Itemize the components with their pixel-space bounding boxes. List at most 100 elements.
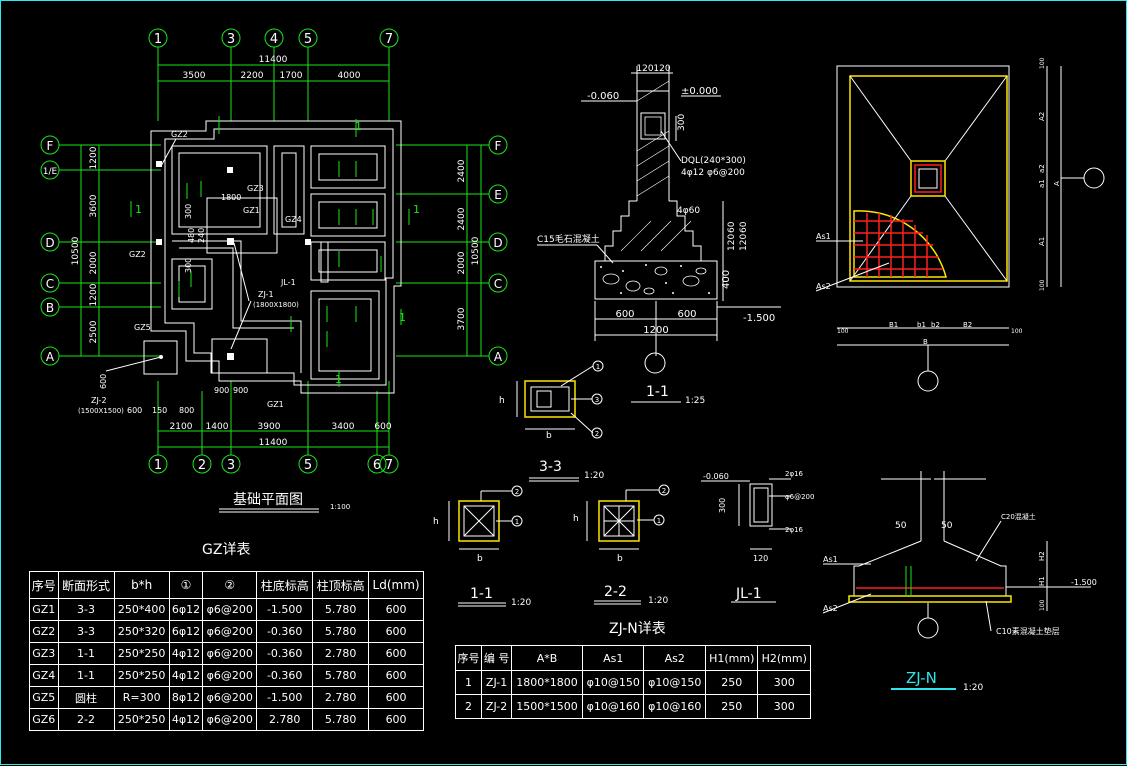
table-cell: 250*320: [113, 620, 170, 643]
zj-label: 100: [1039, 57, 1046, 69]
table-cell: 1: [454, 670, 483, 695]
gz-header-cell: ①: [168, 571, 204, 599]
dim-bottom: 2100: [170, 422, 193, 432]
sec-label: 120: [739, 234, 749, 251]
table-cell: 1800*1800: [511, 670, 583, 695]
sec-label: 120: [753, 554, 768, 563]
table-cell: 6φ12: [168, 620, 204, 643]
sec-label: 3: [595, 396, 599, 404]
table-cell: -1.500: [256, 686, 314, 709]
zj-label: 50: [941, 521, 953, 531]
sec-label: 120: [727, 234, 737, 251]
plan-tick-marks: [130, 116, 410, 387]
zj-label: A: [1053, 181, 1061, 186]
gz-header-cell: 柱顶标高: [312, 571, 370, 599]
zj-label: C10素混凝土垫层: [996, 626, 1060, 636]
table-cell: GZ4: [29, 664, 59, 687]
plan-label: ZJ-2: [91, 396, 107, 405]
table-cell: 4φ12: [168, 664, 204, 687]
dim-bottom: 1400: [206, 422, 229, 432]
sec-scale: 1:20: [584, 471, 604, 481]
table-cell: 600: [368, 620, 424, 643]
section-jl-1: -0.060 2φ16 φ6@200 2φ16 300 120 JL-1: [701, 470, 814, 603]
sec-label: -0.060: [703, 472, 729, 481]
axis-label: 5: [304, 32, 312, 47]
axis-label: 7: [385, 32, 393, 47]
zj-label: B1: [889, 321, 898, 329]
sec-label: 120: [636, 64, 653, 74]
table-cell: 250*250: [113, 708, 170, 731]
dim-left: 3600: [89, 194, 99, 217]
plan-label: GZ2: [171, 130, 188, 139]
dim-right: 2400: [457, 159, 467, 182]
zj-label: b2: [931, 321, 940, 329]
zj-header-cell: As1: [581, 645, 645, 671]
sec-label: 300: [677, 114, 687, 131]
sec-label: 120: [653, 64, 670, 74]
sec-label: ±0.000: [681, 86, 718, 97]
dim-left: 1200: [89, 146, 99, 169]
zj-label: A1: [1038, 237, 1046, 246]
axis-label: C: [46, 277, 54, 291]
plan-label: 300: [184, 204, 193, 219]
sec-label: 1: [515, 518, 519, 526]
sec-label: 400: [721, 270, 732, 289]
table-cell: 5.780: [312, 664, 370, 687]
sec-label: -0.060: [587, 91, 619, 102]
sec-label: 2φ16: [785, 526, 804, 534]
zj-label: As1: [823, 555, 838, 564]
plan-label: JL-1: [280, 278, 296, 287]
table-cell: 600: [368, 642, 424, 665]
dim-total-bottom: 11400: [259, 438, 288, 448]
sec-label: 60: [727, 221, 737, 233]
sec-title: 1-1: [646, 384, 669, 400]
axis-label: A: [494, 350, 503, 364]
table-cell: 1500*1500: [511, 694, 583, 719]
dim-left: 2500: [89, 320, 99, 343]
plan-label: ZJ-1: [258, 290, 274, 299]
dim-top: 1700: [280, 71, 303, 81]
plan-label: 1: [399, 311, 406, 324]
sec-label: h: [433, 517, 439, 527]
sec-label: 600: [677, 309, 696, 320]
sec-scale: 1:20: [648, 596, 668, 606]
sec-label: 2: [662, 487, 666, 495]
sec-title: 2-2: [604, 584, 627, 600]
zj-plan: As1 As2 B1 b1 b2 B2 B 100 100 A1 a1 a2 A…: [815, 57, 1105, 392]
plan-label: 1: [413, 203, 420, 216]
axis-label: 3: [227, 458, 235, 473]
sec-label: 4φ60: [677, 206, 700, 216]
table-cell: 4φ12: [168, 708, 204, 731]
zj-n-title: ZJ-N: [906, 669, 937, 687]
axis-label: F: [47, 139, 54, 153]
dim-total-left: 10500: [71, 236, 81, 265]
zj-label: b1: [917, 321, 926, 329]
table-cell: 600: [368, 708, 424, 731]
axis-label: D: [493, 236, 502, 250]
zj-label: As1: [816, 232, 831, 241]
dim-right: 2000: [457, 251, 467, 274]
plan-label: GZ5: [134, 323, 151, 332]
table-cell: φ10@150: [643, 670, 706, 695]
table-cell: φ10@160: [643, 694, 706, 719]
axis-label: 5: [304, 458, 312, 473]
gz-header-cell: ②: [202, 571, 258, 599]
table-cell: -0.360: [256, 620, 314, 643]
dim-top: 4000: [338, 71, 361, 81]
zj-table-title: ZJ-N详表: [609, 621, 666, 637]
axis-label: E: [494, 188, 502, 202]
table-cell: 4φ12: [168, 642, 204, 665]
section-2-2: 2 1 h b 2-2 1:20: [573, 484, 670, 606]
table-cell: 250: [704, 694, 759, 719]
zj-label: A2: [1038, 112, 1046, 121]
dim-left: 1200: [89, 283, 99, 306]
table-cell: 600: [368, 598, 424, 621]
axis-label: 6: [373, 458, 381, 473]
